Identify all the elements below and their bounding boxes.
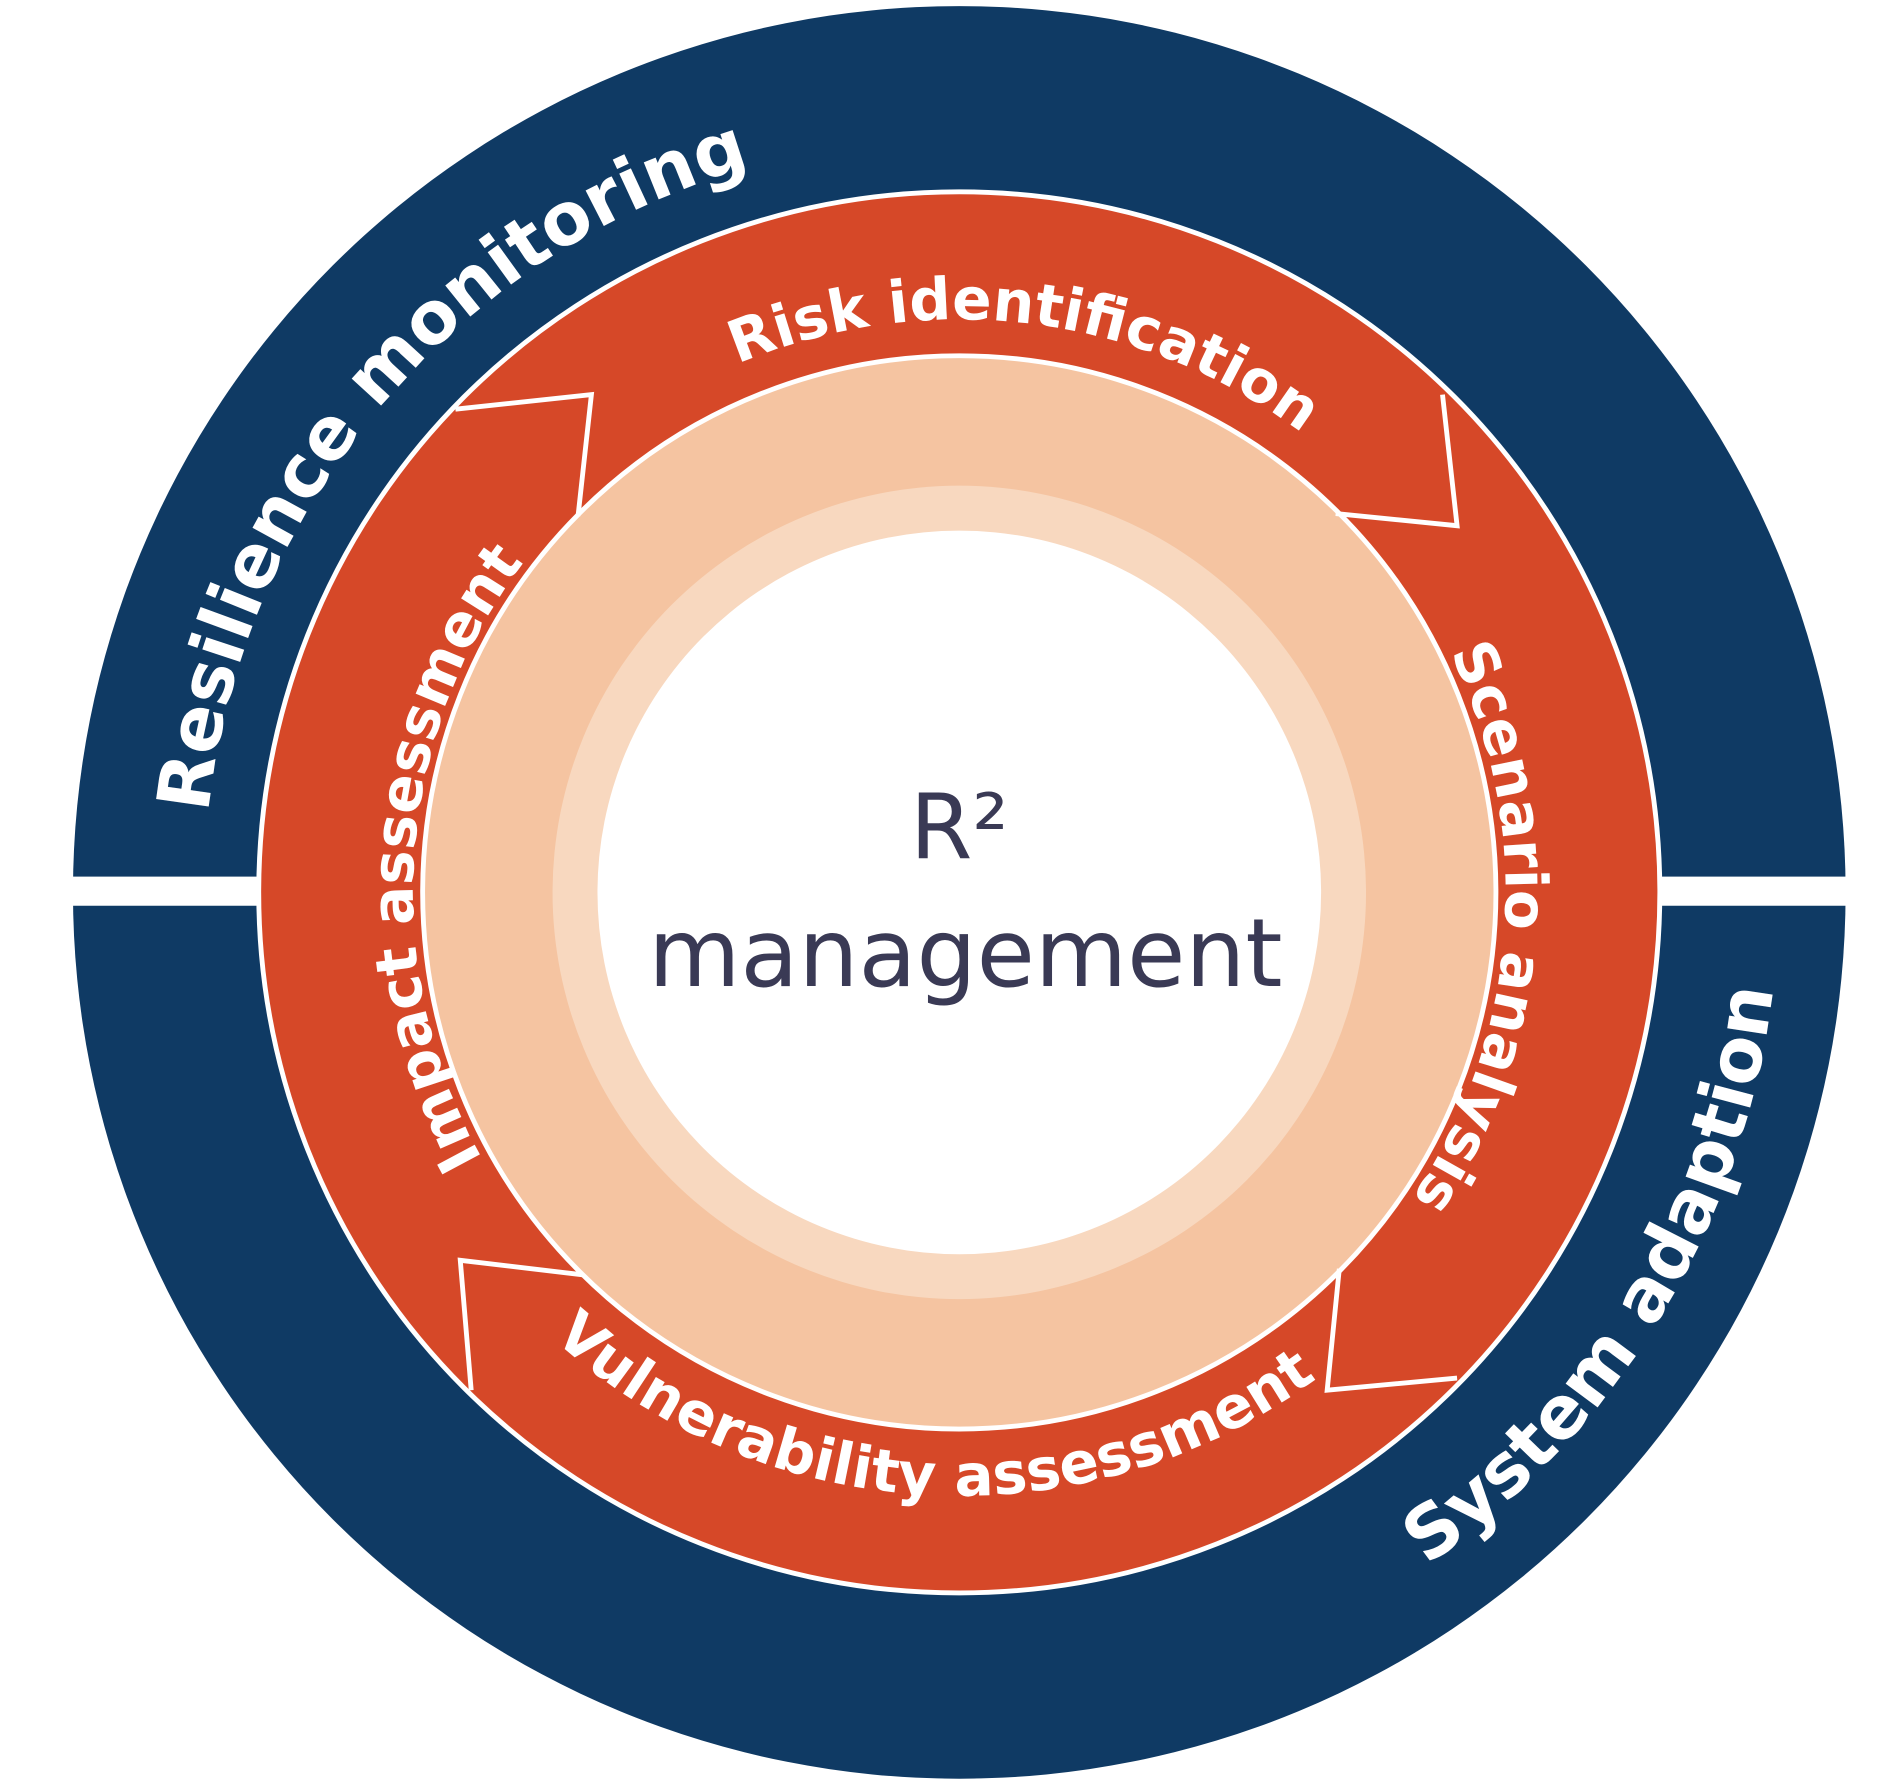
arrow-head-vulnerability-to-impact [457,1257,584,1391]
arrow-head-impact-to-risk [455,391,595,517]
outer-ring-divider-right [1651,876,1870,906]
center-circle [597,530,1322,1255]
center-title-management: management [648,899,1282,1009]
arrow-head-risk-to-scenario [1335,394,1460,529]
arrow-head-scenario-to-vulnerability [1324,1268,1458,1393]
center-title-r2: R² [910,776,1008,880]
outer-ring-divider-left [48,876,268,906]
